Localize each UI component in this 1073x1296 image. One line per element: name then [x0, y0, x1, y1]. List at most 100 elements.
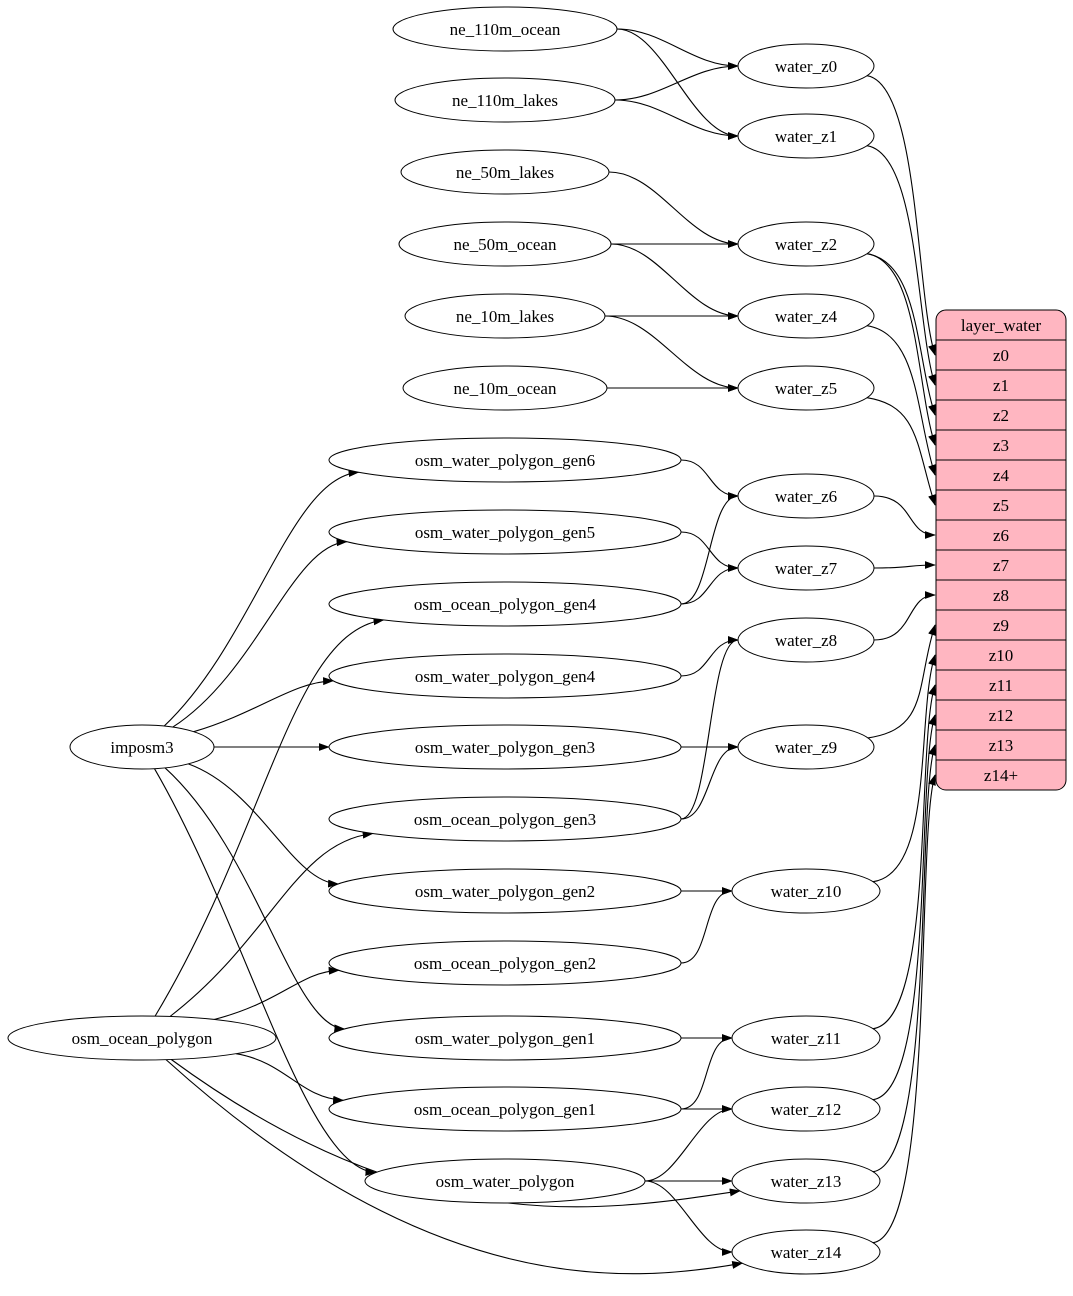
graph-edge-osm_ocean_polygon_gen4--water_z7 — [680, 564, 739, 605]
record-title: layer_water — [961, 316, 1042, 335]
graph-node-ne_110m_lakes: ne_110m_lakes — [394, 77, 616, 123]
graph-edge-water_z7--layer_water-z7 — [873, 561, 936, 570]
ne_50m_ocean-shape — [398, 221, 612, 267]
graph-edge-ne_110m_lakes--water_z0 — [614, 62, 739, 101]
graph-edge-imposm3--osm_water_polygon — [154, 768, 377, 1176]
record-row-z13: z13 — [989, 736, 1014, 755]
graph-edge-water_z2--layer_water-z2 — [866, 253, 936, 416]
record-row-z2: z2 — [993, 406, 1009, 425]
osm_water_polygon_gen5-shape — [328, 509, 682, 555]
graph-node-label: osm_water_polygon_gen1 — [415, 1029, 595, 1048]
record-row-z7: z7 — [993, 556, 1010, 575]
graph-edge-imposm3--osm_water_polygon_gen4 — [193, 677, 335, 733]
graph-node-label: osm_ocean_polygon_gen1 — [414, 1100, 596, 1119]
water_z0-shape — [737, 43, 875, 89]
record-row-z5: z5 — [993, 496, 1009, 515]
graph-node-osm_water_polygon_gen6: osm_water_polygon_gen6 — [328, 437, 682, 483]
ne_50m_lakes-shape — [400, 149, 610, 195]
graph-node-label: osm_water_polygon_gen3 — [415, 738, 595, 757]
graph-edge-water_z9--layer_water-z9 — [867, 624, 936, 739]
graph-edge-water_z1--layer_water-z1 — [866, 145, 936, 386]
graph-node-label: imposm3 — [110, 738, 173, 757]
graph-edge-water_z8--layer_water-z8 — [873, 591, 936, 641]
graph-node-label: osm_ocean_polygon_gen4 — [414, 595, 597, 614]
graph-node-water_z1: water_z1 — [737, 113, 875, 159]
graph-node-label: water_z12 — [771, 1100, 842, 1119]
graph-node-label: osm_ocean_polygon_gen2 — [414, 954, 596, 973]
graph-edge-water_z14--layer_water-z14+ — [872, 774, 936, 1244]
ne_10m_lakes-shape — [404, 293, 606, 339]
graph-node-label: ne_50m_lakes — [456, 163, 554, 182]
graph-edge-osm_water_polygon--water_z14 — [644, 1180, 733, 1256]
water_z2-shape — [737, 221, 875, 267]
water_z14-shape — [731, 1229, 881, 1275]
water_z6-shape — [737, 473, 875, 519]
graph-edge-ne_110m_lakes--water_z1 — [614, 99, 739, 140]
graph-node-label: osm_ocean_polygon_gen3 — [414, 810, 596, 829]
graph-node-water_z7: water_z7 — [737, 545, 875, 591]
graph-node-label: ne_110m_ocean — [450, 20, 561, 39]
graph-node-label: ne_50m_ocean — [454, 235, 557, 254]
graph-edge-ne_10m_lakes--water_z5 — [604, 315, 739, 392]
osm_ocean_polygon-shape — [7, 1015, 277, 1061]
graph-node-osm_water_polygon_gen2: osm_water_polygon_gen2 — [328, 868, 682, 914]
graph-node-osm_water_polygon_gen1: osm_water_polygon_gen1 — [328, 1015, 682, 1061]
graph-node-water_z6: water_z6 — [737, 473, 875, 519]
graph-node-label: water_z10 — [771, 882, 842, 901]
graph-node-label: water_z7 — [775, 559, 838, 578]
ne_10m_ocean-shape — [402, 365, 608, 411]
water_z10-shape — [731, 868, 881, 914]
graph-edge-osm_ocean_polygon_gen2--water_z10 — [680, 887, 733, 964]
graph-node-label: water_z4 — [775, 307, 838, 326]
graph-node-imposm3: imposm3 — [69, 724, 215, 770]
record-row-z1: z1 — [993, 376, 1009, 395]
graph-node-label: ne_10m_lakes — [456, 307, 554, 326]
graph-node-osm_water_polygon_gen3: osm_water_polygon_gen3 — [328, 724, 682, 770]
graph-node-label: osm_water_polygon_gen6 — [415, 451, 595, 470]
water_z4-shape — [737, 293, 875, 339]
osm_water_polygon-shape — [364, 1158, 646, 1204]
osm_ocean_polygon_gen4-shape — [328, 581, 682, 627]
record-row-z3: z3 — [993, 436, 1009, 455]
graph-node-ne_110m_ocean: ne_110m_ocean — [392, 6, 618, 52]
graph-edge-water_z5--layer_water-z5 — [866, 397, 936, 506]
record-row-z10: z10 — [989, 646, 1014, 665]
graph-node-water_z4: water_z4 — [737, 293, 875, 339]
graph-edge-water_z4--layer_water-z4 — [866, 325, 936, 476]
record-row-z4: z4 — [993, 466, 1010, 485]
graph-edge-osm_water_polygon--water_z12 — [644, 1105, 733, 1182]
graph-node-label: water_z9 — [775, 738, 837, 757]
graph-node-water_z2: water_z2 — [737, 221, 875, 267]
graph-edge-osm_ocean_polygon_gen1--water_z11 — [680, 1034, 733, 1110]
graph-node-label: osm_water_polygon_gen2 — [415, 882, 595, 901]
graph-edge-ne_50m_ocean--water_z4 — [610, 243, 739, 320]
osm_ocean_polygon_gen3-shape — [328, 796, 682, 842]
graph-edge-ne_110m_ocean--water_z0 — [616, 28, 739, 70]
graph-edge-osm_ocean_polygon--osm_ocean_polygon_gen2 — [213, 966, 340, 1021]
graph-node-osm_water_polygon: osm_water_polygon — [364, 1158, 646, 1204]
graph-node-label: water_z2 — [775, 235, 837, 254]
water_z8-shape — [737, 617, 875, 663]
record-row-z9: z9 — [993, 616, 1009, 635]
water_z1-shape — [737, 113, 875, 159]
graph-edge-water_z2--layer_water-z3 — [866, 253, 936, 446]
graph-node-water_z14: water_z14 — [731, 1229, 881, 1275]
graph-node-label: water_z6 — [775, 487, 837, 506]
record-row-z8: z8 — [993, 586, 1009, 605]
graph-node-osm_ocean_polygon_gen2: osm_ocean_polygon_gen2 — [328, 940, 682, 986]
osm_water_polygon_gen6-shape — [328, 437, 682, 483]
water_z12-shape — [731, 1086, 881, 1132]
graph-node-label: ne_110m_lakes — [452, 91, 558, 110]
graph-node-label: water_z5 — [775, 379, 837, 398]
graph-edge-osm_ocean_polygon--osm_ocean_polygon_gen1 — [235, 1053, 345, 1104]
graph-node-water_z10: water_z10 — [731, 868, 881, 914]
graph-node-water_z5: water_z5 — [737, 365, 875, 411]
graph-node-osm_ocean_polygon_gen3: osm_ocean_polygon_gen3 — [328, 796, 682, 842]
graph-node-label: water_z0 — [775, 57, 837, 76]
graph-edge-imposm3--osm_water_polygon_gen2 — [188, 763, 340, 888]
graph-edge-osm_ocean_polygon_gen3--water_z9 — [680, 743, 739, 820]
graph-edge-osm_water_polygon_gen6--water_z6 — [680, 459, 739, 500]
graph-edge-osm_ocean_polygon_gen3--water_z8 — [680, 636, 739, 820]
graph-node-label: water_z8 — [775, 631, 837, 650]
